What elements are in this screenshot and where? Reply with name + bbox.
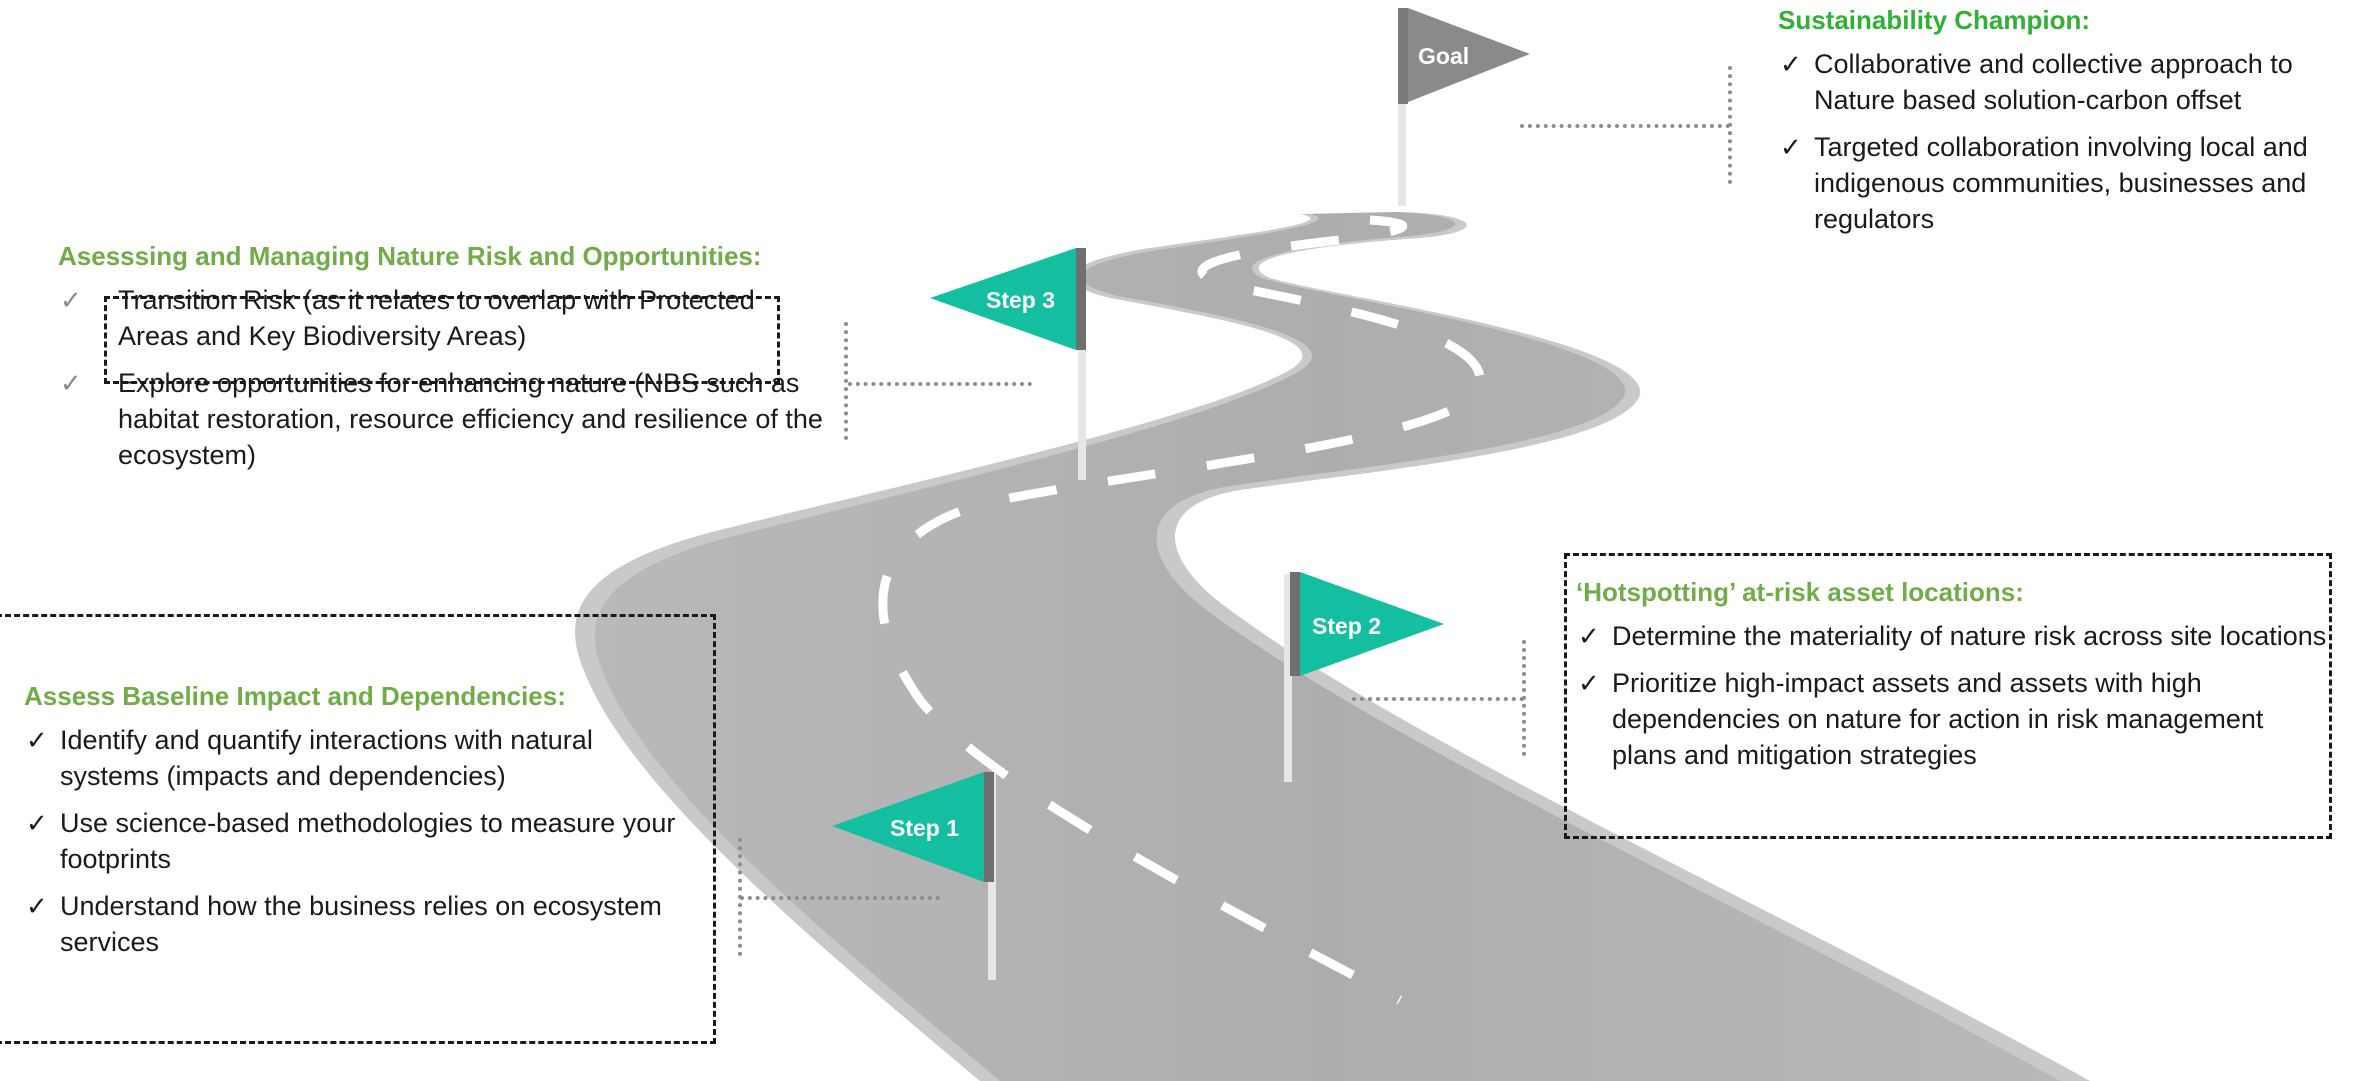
- list-item: ✓ Targeted collaboration involving local…: [1778, 129, 2348, 237]
- goal-connector-bracket: [1728, 66, 1732, 184]
- list-item: ✓ Collaborative and collective approach …: [1778, 46, 2348, 118]
- road-center-line: [878, 215, 1485, 1004]
- check-icon: ✓: [1578, 621, 1600, 651]
- goal-flag-label: Goal: [1418, 43, 1469, 69]
- step2-dashed-box: [1564, 553, 2332, 839]
- goal-panel: Sustainability Champion: ✓ Collaborative…: [1778, 4, 2348, 248]
- list-item-text: Collaborative and collective approach to…: [1814, 49, 2293, 115]
- check-icon: ✓: [1780, 49, 1802, 79]
- step2-panel-list: ✓ Determine the materiality of nature ri…: [1576, 618, 2332, 773]
- list-item-text: Determine the materiality of nature risk…: [1612, 621, 2327, 651]
- goal-connector-line: [1520, 124, 1730, 128]
- list-item: ✓ Understand how the business relies on …: [24, 888, 684, 960]
- step2-panel-title: ‘Hotspotting’ at-risk asset locations:: [1576, 577, 2024, 607]
- step2-panel: ‘Hotspotting’ at-risk asset locations: ✓…: [1576, 576, 2332, 784]
- step3-flag: Step 3: [930, 248, 1086, 480]
- check-icon: ✓: [26, 725, 48, 755]
- list-item-text: Prioritize high-impact assets and assets…: [1612, 668, 2264, 770]
- step1-flag-label: Step 1: [890, 815, 959, 841]
- list-item-text: Transition Risk (as it relates to overla…: [118, 285, 755, 351]
- list-item: ✓ Identify and quantify interactions wit…: [24, 722, 684, 794]
- list-item: ✓ Transition Risk (as it relates to over…: [58, 282, 828, 354]
- check-icon: ✓: [26, 891, 48, 921]
- step2-connector-bracket: [1522, 640, 1526, 756]
- list-item-text: Understand how the business relies on ec…: [60, 891, 662, 957]
- step3-panel-title: Asesssing and Managing Nature Risk and O…: [58, 241, 762, 271]
- step2-flag: Step 2: [1284, 572, 1444, 782]
- step3-connector-line: [848, 382, 1032, 386]
- list-item-text: Identify and quantify interactions with …: [60, 725, 593, 791]
- step1-connector-line: [740, 896, 940, 900]
- step3-panel-list: ✓ Transition Risk (as it relates to over…: [58, 282, 828, 473]
- step3-flag-label: Step 3: [986, 287, 1055, 313]
- list-item: ✓ Use science-based methodologies to mea…: [24, 805, 684, 877]
- step1-panel-list: ✓ Identify and quantify interactions wit…: [24, 722, 684, 960]
- step1-flag: Step 1: [832, 772, 996, 980]
- step3-dashed-box: [104, 296, 780, 384]
- goal-panel-list: ✓ Collaborative and collective approach …: [1778, 46, 2348, 237]
- list-item: ✓ Explore opportunities for enhancing na…: [58, 365, 828, 473]
- check-icon: ✓: [1780, 132, 1802, 162]
- step2-flag-label: Step 2: [1312, 613, 1381, 639]
- list-item-text: Use science-based methodologies to measu…: [60, 808, 676, 874]
- check-icon: ✓: [60, 285, 82, 315]
- goal-panel-title: Sustainability Champion:: [1778, 5, 2091, 35]
- list-item-text: Targeted collaboration involving local a…: [1814, 132, 2308, 234]
- step1-panel-title: Assess Baseline Impact and Dependencies:: [24, 681, 566, 711]
- check-icon: ✓: [26, 808, 48, 838]
- step3-connector-bracket: [844, 322, 848, 440]
- goal-flag: Goal: [1398, 8, 1530, 206]
- check-icon: ✓: [1578, 668, 1600, 698]
- step2-connector-line: [1352, 697, 1524, 701]
- list-item: ✓ Determine the materiality of nature ri…: [1576, 618, 2332, 654]
- step1-panel: Assess Baseline Impact and Dependencies:…: [24, 680, 684, 971]
- check-icon: ✓: [60, 368, 82, 398]
- list-item-text: Explore opportunities for enhancing natu…: [118, 368, 823, 470]
- step1-dashed-box: [0, 614, 716, 1044]
- list-item: ✓ Prioritize high-impact assets and asse…: [1576, 665, 2332, 773]
- step3-panel: Asesssing and Managing Nature Risk and O…: [58, 240, 828, 484]
- step1-connector-bracket: [738, 838, 742, 956]
